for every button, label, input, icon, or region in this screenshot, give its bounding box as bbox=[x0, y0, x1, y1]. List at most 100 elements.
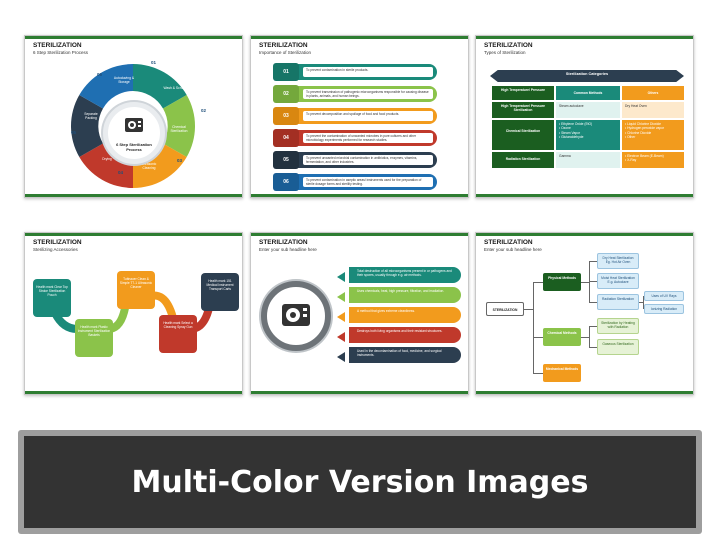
step-label: Drying bbox=[102, 157, 112, 161]
others-cell: • Liquid Chlorine Dioxide • Hydrogen per… bbox=[622, 120, 684, 150]
slide-subtitle: Sterilizing Accessories bbox=[33, 247, 78, 252]
tree-connector bbox=[524, 309, 534, 310]
category-cell: Chemical Sterilization bbox=[492, 120, 554, 150]
bar-text: Uses chemicals, heat, high pressure, fil… bbox=[357, 289, 445, 293]
category-cell: Radiation Sterilization bbox=[492, 152, 554, 168]
importance-row: 03 To prevent decomposition and spoilage… bbox=[273, 107, 437, 125]
bottom-accent-stripe bbox=[25, 194, 242, 197]
center-hub: 6 Step Sterilization Process bbox=[103, 102, 165, 164]
bar-text: Destroys both living organisms and their… bbox=[357, 329, 443, 333]
importance-row: 04 To prevent the contamination of unwan… bbox=[273, 129, 437, 147]
slide-thumbnail-definition[interactable]: STERILIZATION Enter your sub headline he… bbox=[250, 232, 469, 395]
banner-title: Multi-Color Version Images bbox=[131, 464, 589, 500]
leaf-node: Dry Heat Sterilization Eg. Hot Air Oven bbox=[597, 253, 639, 269]
bottom-accent-stripe bbox=[251, 391, 468, 394]
slide-subtitle: Types of Sterilization bbox=[484, 50, 526, 55]
tree-connector bbox=[533, 282, 534, 374]
slide-title: STERILIZATION bbox=[484, 42, 533, 49]
category-cell: High Temperature/ Pressure bbox=[492, 86, 554, 100]
tree-connector bbox=[533, 373, 543, 374]
leaf-node: Gaseous Sterilization bbox=[597, 339, 639, 355]
common-cell: • Ethylene Oxide (EtO) • Ozone • Steam V… bbox=[556, 120, 620, 150]
column-header-common: Common Methods bbox=[556, 86, 620, 100]
top-accent-stripe bbox=[25, 36, 242, 39]
bar-text: Used in the decontamination of food, med… bbox=[357, 349, 442, 358]
slide-subtitle: Enter your sub headline here bbox=[484, 247, 542, 252]
bottom-accent-stripe bbox=[25, 391, 242, 394]
table-header: Sterilization Categories bbox=[490, 70, 684, 82]
definition-bar: Used in the decontamination of food, med… bbox=[349, 347, 461, 363]
segment-ultrasonic bbox=[133, 143, 187, 188]
leaf-node: Ionizing Radiation bbox=[644, 304, 684, 314]
icon-circle bbox=[261, 281, 331, 351]
definition-bar: Total destruction of all microorganisms … bbox=[349, 267, 461, 283]
step-number: 05 bbox=[71, 130, 77, 135]
slide-thumbnail-6-step-process[interactable]: STERILIZATION 6 Step Sterilization Proce… bbox=[24, 35, 243, 198]
slide-title: STERILIZATION bbox=[33, 42, 82, 49]
accessory-card: Health mark Clear Top Stroke Sterilizati… bbox=[33, 279, 71, 317]
bottom-accent-stripe bbox=[251, 194, 468, 197]
banner: Multi-Color Version Images bbox=[24, 436, 696, 528]
row-number: 06 bbox=[273, 173, 299, 191]
arrow-icon bbox=[337, 332, 345, 342]
row-number: 04 bbox=[273, 129, 299, 147]
category-cell: High Temperature/ Pressure Sterilization bbox=[492, 102, 554, 118]
branch-node: Mechanical Methods bbox=[543, 364, 581, 382]
segment-chemical bbox=[163, 95, 196, 157]
tree-connector bbox=[589, 261, 590, 303]
arrow-icon bbox=[337, 312, 345, 322]
leaf-node: Sterilization by Heating with Radiation bbox=[597, 318, 639, 334]
tree-connector bbox=[643, 296, 644, 309]
importance-row: 01 To prevent contamination in sterile p… bbox=[273, 63, 437, 81]
leaf-node: Uses of UV Rays bbox=[644, 291, 684, 301]
accessory-card: Health mark Plastic Instrument Steriliza… bbox=[75, 319, 113, 357]
column-header-others: Others bbox=[622, 86, 684, 100]
slide-subtitle: 6 Step Sterilization Process bbox=[33, 50, 89, 55]
step-label: Separate Packing bbox=[84, 112, 98, 121]
row-number: 02 bbox=[273, 85, 299, 103]
common-cell: Steam autoclave bbox=[556, 102, 620, 118]
segment-autoclave bbox=[79, 64, 133, 109]
bottom-accent-stripe bbox=[476, 194, 693, 197]
slide-thumbnail-types[interactable]: STERILIZATION Types of Sterilization Ste… bbox=[475, 35, 694, 198]
slide-subtitle: Importance of Sterilization bbox=[259, 50, 312, 55]
row-text: To prevent decomposition and spoilage of… bbox=[303, 111, 433, 121]
tree-connector bbox=[533, 337, 543, 338]
tree-connector bbox=[580, 337, 590, 338]
segment-wash-scrub bbox=[133, 64, 187, 109]
step-label: Ultrasonic Cleaning bbox=[141, 162, 157, 171]
leaf-node: Radiation Sterilization bbox=[597, 294, 639, 310]
top-accent-stripe bbox=[476, 233, 693, 236]
row-text: To prevent unwanted microbial contaminat… bbox=[303, 155, 433, 165]
importance-row: 05 To prevent unwanted microbial contami… bbox=[273, 151, 437, 169]
top-accent-stripe bbox=[476, 36, 693, 39]
tree-connector bbox=[638, 302, 644, 303]
leaf-node: Moist Heat Sterilization E.g. Autoclave bbox=[597, 273, 639, 289]
slide-thumbnail-importance[interactable]: STERILIZATION Importance of Sterilizatio… bbox=[250, 35, 469, 198]
arrow-icon bbox=[337, 272, 345, 282]
row-number: 01 bbox=[273, 63, 299, 81]
tree-connector bbox=[589, 302, 597, 303]
arrow-icon bbox=[337, 352, 345, 362]
accessory-card: Health mark 151 Medical Instrument Trans… bbox=[201, 273, 239, 311]
importance-row: 06 To prevent contamination in aseptic a… bbox=[273, 173, 437, 191]
others-cell: Dry Heat Oven bbox=[622, 102, 684, 118]
step-number: 01 bbox=[151, 60, 157, 65]
step-number: 06 bbox=[97, 72, 103, 77]
importance-row: 02 To prevent transmission of pathogenic… bbox=[273, 85, 437, 103]
segment-packing bbox=[70, 95, 103, 157]
step-number: 04 bbox=[118, 170, 124, 175]
step-label: Wash & Scrub bbox=[163, 86, 185, 90]
tree-connector bbox=[589, 326, 590, 348]
definition-bar: A method that gives extreme cleanliness. bbox=[349, 307, 461, 323]
slide-thumbnail-methods-tree[interactable]: STERILIZATION Enter your sub headline he… bbox=[475, 232, 694, 395]
definition-bar: Uses chemicals, heat, high pressure, fil… bbox=[349, 287, 461, 303]
arrow-icon bbox=[337, 292, 345, 302]
row-text: To prevent contamination in sterile prod… bbox=[303, 67, 433, 77]
root-node: STERILIZATION bbox=[486, 302, 524, 316]
branch-node: Physical Methods bbox=[543, 273, 581, 291]
tree-connector bbox=[589, 347, 597, 348]
tree-connector bbox=[589, 281, 597, 282]
step-label: Chemical Sterilization bbox=[170, 125, 188, 134]
slide-thumbnail-accessories[interactable]: STERILIZATION Sterilizing Accessories He… bbox=[24, 232, 243, 395]
